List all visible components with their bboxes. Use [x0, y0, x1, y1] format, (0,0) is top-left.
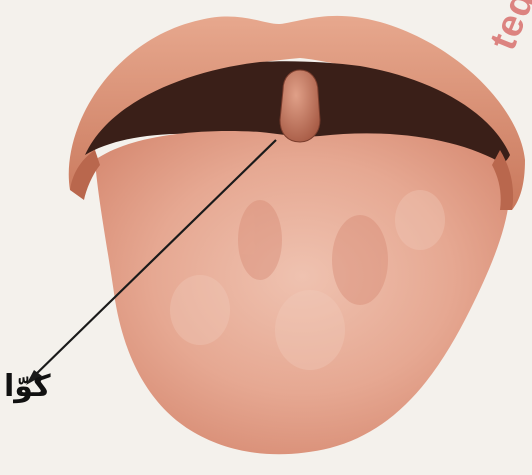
uvula [280, 70, 320, 142]
uvula-label: کوّا [4, 372, 51, 402]
